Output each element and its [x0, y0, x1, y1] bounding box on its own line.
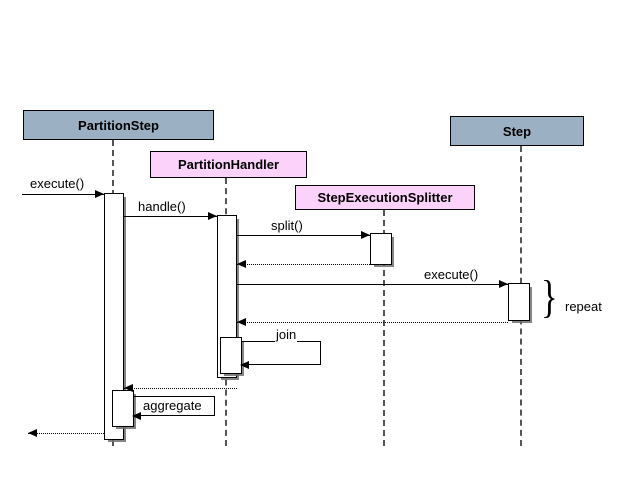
participant-label: Step [502, 123, 532, 139]
participant-step[interactable]: Step [450, 116, 584, 146]
message-line-handle-return [124, 388, 237, 389]
participant-step-execution-splitter[interactable]: StepExecutionSplitter [295, 185, 475, 210]
self-call-loop-join [242, 341, 321, 365]
activation-step [508, 283, 530, 321]
message-label-split: split() [271, 218, 303, 233]
message-line-execute-step-return [237, 322, 508, 323]
participant-label: StepExecutionSplitter [317, 190, 453, 205]
message-label-execute-step: execute() [424, 267, 479, 282]
lifeline-step-execution-splitter [383, 210, 385, 446]
message-label-execute-in: execute() [30, 176, 85, 191]
arrowhead-execute-step [499, 280, 508, 288]
activation-step-execution-splitter [370, 233, 392, 265]
message-line-execute-return-final [28, 433, 104, 434]
self-call-loop-aggregate [134, 396, 215, 416]
activation-join [220, 337, 242, 374]
participant-partition-handler[interactable]: PartitionHandler [150, 151, 307, 178]
activation-partition-step [104, 193, 124, 440]
activation-aggregate [112, 390, 134, 427]
self-call-label-aggregate: aggregate [142, 398, 203, 413]
message-line-handle [124, 216, 217, 217]
arrowhead-handle-return [124, 384, 133, 392]
arrowhead-split-return [237, 260, 246, 268]
message-line-execute-in [22, 194, 104, 195]
participant-label: PartitionStep [78, 117, 159, 133]
message-line-execute-step [237, 284, 508, 285]
self-call-label-join: join [275, 327, 298, 342]
participant-partition-step[interactable]: PartitionStep [23, 110, 214, 140]
message-label-handle: handle() [138, 199, 186, 214]
participant-label: PartitionHandler [177, 157, 280, 172]
arrowhead-aggregate [132, 412, 141, 420]
message-line-split [237, 235, 370, 236]
arrowhead-handle [208, 212, 217, 220]
arrowhead-execute-step-return [237, 318, 246, 326]
repeat-brace-icon: } [541, 271, 558, 322]
arrowhead-execute-return-final [28, 429, 37, 437]
arrowhead-join [240, 361, 249, 369]
arrowhead-execute-in [95, 190, 104, 198]
arrowhead-split [361, 231, 370, 239]
repeat-label: repeat [565, 299, 602, 314]
message-line-split-return [237, 264, 370, 265]
